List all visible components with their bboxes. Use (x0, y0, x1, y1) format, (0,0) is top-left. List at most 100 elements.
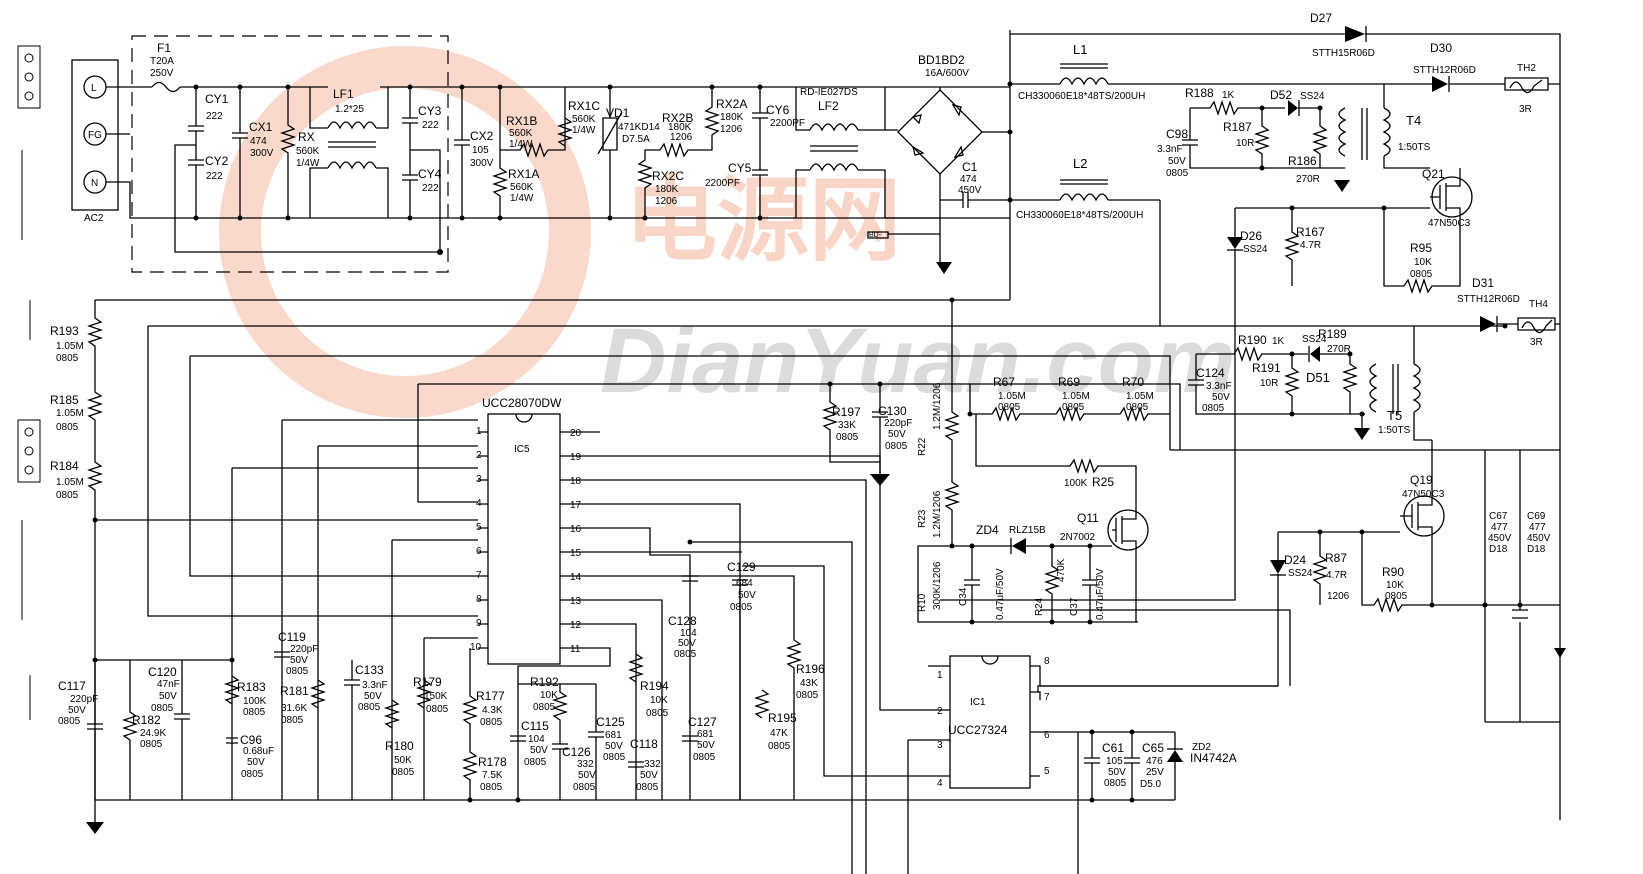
c115-size: 0805 (524, 757, 547, 768)
r192-size: 0805 (533, 702, 556, 713)
d30-part: STTH12R06D (1413, 65, 1476, 76)
cx1-rating: 300V (250, 148, 274, 159)
vd1-rating: D7.5A (622, 134, 650, 145)
cy-mid-ground (410, 149, 441, 252)
rx1a-value: 560K (510, 182, 534, 193)
c118-size: 0805 (636, 782, 659, 793)
r186 (1311, 108, 1329, 168)
r179-size: 0805 (426, 704, 449, 715)
rx1a-rating: 1/4W (510, 193, 534, 204)
r189 (1341, 354, 1359, 414)
r67-ref: R67 (993, 375, 1015, 389)
watermark-logo-en: DianYuan.com (600, 310, 1236, 412)
c127-value: 681 (697, 729, 714, 740)
r95-value: 10K (1414, 257, 1432, 268)
l2-ref: L2 (1073, 156, 1087, 171)
t5-primary (1369, 363, 1378, 413)
r183-c96 (223, 675, 241, 744)
rx2c-size: 1206 (655, 196, 678, 207)
rx1b (500, 87, 566, 159)
c124-size: 0805 (1202, 403, 1225, 414)
ic1-pin-4: 4 (937, 778, 943, 789)
rx2b-value: 180K (668, 122, 692, 133)
d31-diode (1480, 316, 1496, 332)
c1-value: 474 (960, 174, 977, 185)
r67-size: 0805 (998, 402, 1021, 413)
r180-size: 0805 (392, 767, 415, 778)
c125-ref: C125 (596, 715, 625, 729)
c65-ref: C65 (1142, 741, 1164, 755)
c67-ref: C67 (1489, 511, 1508, 522)
l1-ref: L1 (1073, 42, 1087, 57)
r25-ref: R25 (1092, 475, 1114, 489)
c129-size: 0805 (730, 602, 753, 613)
r182-ref: R182 (132, 713, 161, 727)
f1-rating: 250V (150, 68, 174, 79)
junction-dots (92, 81, 1523, 803)
pfc-power-stage: L1 CH330060E18*48TS/200UH L2 CH330060E18… (940, 11, 1566, 820)
d51-ref: D51 (1306, 370, 1330, 385)
c37-value: 0.47uF/50V (1095, 568, 1106, 620)
c128-ref: C128 (668, 614, 697, 628)
cy5-cy6 (752, 87, 768, 218)
r22-ref: R22 (917, 437, 928, 456)
c119-r181 (274, 651, 327, 709)
rx1c (556, 117, 574, 147)
cx2-rating: 300V (470, 158, 494, 169)
c117-ref: C117 (58, 679, 86, 693)
r196-ref: R196 (796, 662, 825, 676)
r87-value: 4.7R (1326, 570, 1347, 581)
cy2-value: 222 (206, 171, 223, 182)
r183-value: 100K (243, 696, 267, 707)
c61-rating: 50V (1108, 767, 1126, 778)
r24-value: 470K (1056, 558, 1067, 582)
c127-size: 0805 (693, 752, 716, 763)
r194-ref: R194 (640, 679, 669, 693)
ic5-pin-17: 17 (570, 500, 582, 511)
cy4-ref: CY4 (418, 167, 442, 181)
ic5-pin-8: 8 (476, 594, 482, 605)
r184-value: 1.05M (56, 477, 84, 488)
r177-value: 4.3K (482, 705, 503, 716)
left-edge-connectors (17, 45, 41, 720)
q19-part: 47N50C3 (1402, 489, 1445, 500)
ic5-body (487, 413, 561, 665)
r178-size: 0805 (480, 782, 503, 793)
c69-rating: 450V (1527, 533, 1551, 544)
c67-size: D18 (1489, 544, 1508, 555)
ic5-pin-16: 16 (570, 524, 582, 535)
r70-ref: R70 (1122, 375, 1144, 389)
c69-value: 477 (1529, 522, 1546, 533)
ic1-pin-6: 6 (1044, 730, 1050, 741)
r196-value: 43K (800, 678, 818, 689)
q11-mosfet (1107, 509, 1149, 551)
r190-value: 1K (1272, 336, 1285, 347)
c124-value: 3.3nF (1206, 381, 1232, 392)
c115-value: 104 (528, 734, 545, 745)
c129-rating: 50V (738, 590, 756, 601)
r186-value: 270R (1296, 174, 1320, 185)
c133-value: 3.3nF (362, 680, 388, 691)
rx1b-rating: 1/4W (509, 139, 533, 150)
ic1-pin-8: 8 (1044, 656, 1050, 667)
r25 (975, 414, 1137, 512)
zd2-part: IN4742A (1190, 751, 1237, 765)
th2-value: 3R (1519, 104, 1532, 115)
trace-pin16 (600, 527, 853, 874)
ic5-pin-9: 9 (476, 618, 482, 629)
d24-part: SS24 (1288, 568, 1313, 579)
r197-ref: R197 (832, 405, 861, 419)
d30-diode (1432, 76, 1448, 92)
d52-ref: D52 (1270, 88, 1292, 102)
r185-size: 0805 (56, 422, 79, 433)
cy1-value: 222 (206, 111, 223, 122)
c125-rating: 50V (605, 741, 623, 752)
r193-ref: R193 (50, 324, 79, 338)
ic5-pin-7: 7 (476, 570, 482, 581)
r182-value: 24.9K (140, 728, 166, 739)
d26-part: SS24 (1243, 244, 1268, 255)
c118-value: 332 (644, 759, 661, 770)
trace-pin12 (600, 623, 637, 800)
vd1-varistor (597, 87, 623, 218)
